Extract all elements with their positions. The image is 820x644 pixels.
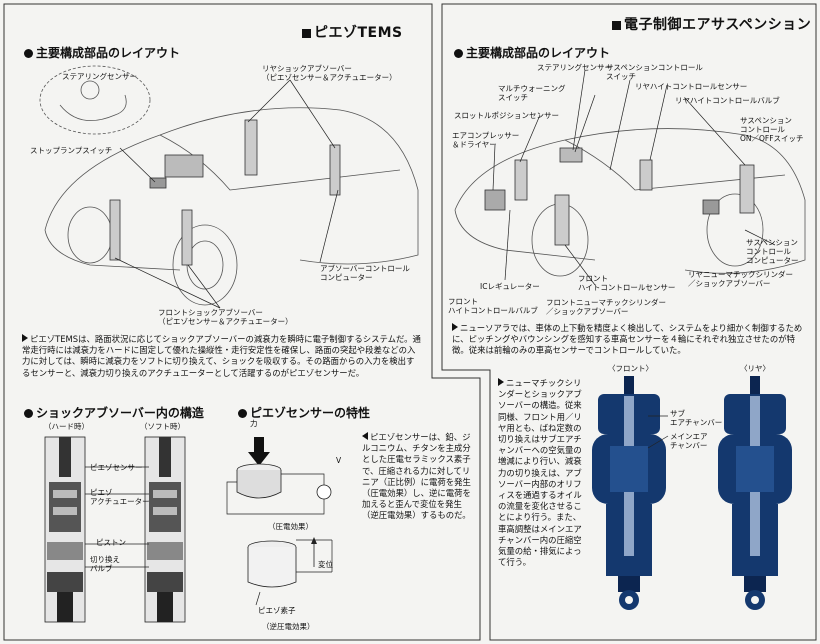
pneumatic-description: ニューマチックシリンダーとショックアブソーバーの構造。従来同様、フロント用／リヤ…: [498, 378, 582, 568]
square-bullet-icon: [302, 29, 311, 38]
label-susp-ecu: サスペンション コントロール コンピューター: [746, 238, 799, 265]
label-ic-regulator: ICレギュレーター: [480, 282, 540, 291]
triangle-bullet-icon: [22, 334, 28, 342]
label-steering-sensor-left: ステアリングセンサー: [62, 72, 137, 81]
bullet-icon: [24, 49, 33, 58]
label-front-height-valve: フロント ハイトコントロールバルブ: [448, 297, 538, 315]
soft-mode-label: （ソフト時）: [140, 422, 185, 431]
front-caption: 〈フロント〉: [608, 364, 653, 373]
piezo-description: ピエゾセンサーは、鉛、ジルコニウム、チタンを主成分とした圧電セラミックス素子で、…: [362, 432, 471, 521]
piezo-heading: ピエゾセンサーの特性: [238, 404, 370, 421]
label-piezo-actuator: ピエゾ アクチュエーター: [90, 488, 150, 506]
label-susp-onoff-switch: サスペンション コントロール ON／OFFスイッチ: [740, 116, 804, 143]
left-description: ピエゾTEMSは、路面状況に応じてショックアブソーバーの減衰力を瞬時に電子制御す…: [22, 334, 421, 378]
label-susp-control-switch: サスペンションコントロール スイッチ: [606, 63, 703, 81]
left-car-illustration: [39, 65, 419, 309]
left-layout-heading: 主要構成部品のレイアウト: [24, 44, 180, 61]
displacement-label: 変位: [318, 560, 333, 569]
label-main-air-chamber: メインエア チャンバー: [670, 432, 708, 450]
triangle-bullet-icon: [452, 323, 458, 331]
shock-structure-illustration: [44, 436, 186, 623]
label-throttle-sensor: スロットルポジションセンサー: [454, 111, 559, 120]
piezo-effect-diagram: [226, 437, 333, 606]
label-compressor: エアコンプレッサー ＆ドライヤー: [452, 131, 520, 149]
label-stop-lamp-switch: ストップランプスイッチ: [30, 146, 113, 155]
triangle-bullet-icon: [362, 432, 368, 440]
inverse-effect-caption: （逆圧電効果）: [262, 622, 315, 631]
label-rear-pneumatic: リヤニューマチックシリンダー ／ショックアブソーバー: [688, 270, 793, 288]
right-description: ニューソアラでは、車体の上下動を精度よく検出して、システムをより細かく制御するた…: [452, 323, 803, 356]
left-title: ピエゾTEMS: [302, 22, 403, 42]
label-front-height-sensor: フロント ハイトコントロールセンサー: [578, 274, 676, 292]
label-rear-shock: リヤショックアブソーバー （ピエゾセンサー＆アクチュエーター）: [262, 64, 397, 82]
label-front-shock: フロントショックアブソーバー （ピエゾセンサー＆アクチュエーター）: [158, 308, 293, 326]
bullet-icon: [24, 409, 33, 418]
piezo-effect-caption: （圧電効果）: [268, 522, 313, 531]
triangle-bullet-icon: [498, 378, 504, 386]
label-rear-height-valve: リヤハイトコントロールバルブ: [675, 96, 780, 105]
bullet-icon: [454, 49, 463, 58]
square-bullet-icon: [612, 21, 621, 30]
label-steering-sensor-right: ステアリングセンサー: [537, 63, 612, 72]
label-switch-valve: 切り換え バルブ: [90, 555, 120, 573]
label-piston: ピストン: [96, 538, 126, 547]
rear-caption: 〈リヤ〉: [740, 364, 770, 373]
label-multi-warning-switch: マルチウォーニング スイッチ: [498, 84, 566, 102]
label-front-pneumatic: フロントニューマチックシリンダー ／ショックアブソーバー: [546, 298, 666, 316]
volt-label: V: [336, 456, 342, 465]
label-sub-air-chamber: サブ エアチャンバー: [670, 409, 723, 427]
pneumatic-cylinder-illustration: [592, 376, 792, 610]
force-label: 力: [250, 419, 258, 428]
label-rear-height-sensor: リヤハイトコントロールセンサー: [635, 82, 748, 91]
bullet-icon: [238, 409, 247, 418]
label-absorber-ecu: アブソーバーコントロール コンピューター: [320, 264, 410, 282]
structure-heading: ショックアブソーバー内の構造: [24, 404, 204, 421]
piezo-element-label: ピエゾ素子: [258, 606, 296, 615]
label-piezo-sensor: ピエゾセンサー: [90, 463, 143, 472]
right-layout-heading: 主要構成部品のレイアウト: [454, 44, 610, 61]
right-car-illustration: [454, 69, 806, 286]
hard-mode-label: （ハード時）: [44, 422, 89, 431]
right-title: 電子制御エアサスペンション: [612, 14, 811, 34]
